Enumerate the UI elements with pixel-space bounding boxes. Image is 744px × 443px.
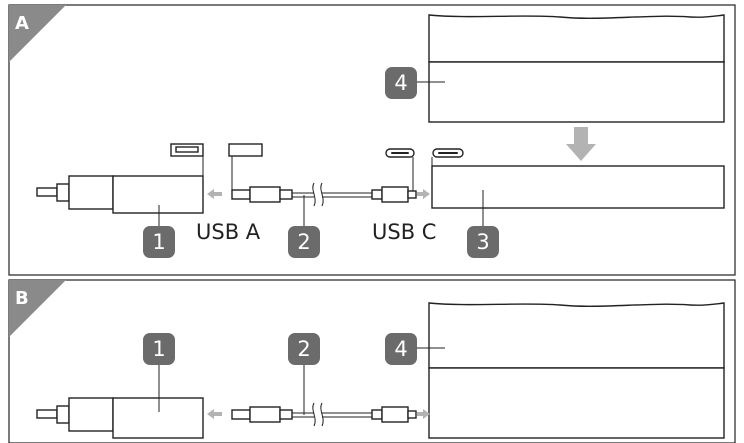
svg-text:2: 2: [297, 230, 310, 254]
charger-1-a: [36, 175, 204, 214]
callout-4-b: 4: [385, 333, 445, 365]
usb-a-plug: [228, 143, 293, 203]
device-4-b: [428, 302, 725, 439]
cable-2-b: [231, 402, 417, 427]
usb-c-port-icon: [431, 148, 464, 166]
left-arrow-icon-b: [207, 409, 222, 419]
right-arrow-icon: [417, 189, 430, 199]
usb-a-label: USB A: [196, 220, 261, 244]
callout-2-a: 2: [288, 195, 320, 258]
usb-c-plug: [371, 148, 417, 203]
device-3: [431, 165, 725, 209]
svg-text:4: 4: [394, 71, 407, 95]
svg-text:1: 1: [152, 230, 165, 254]
callout-3: 3: [467, 190, 499, 258]
left-arrow-icon: [207, 189, 222, 199]
panel-a-tag: [9, 5, 66, 62]
callout-4-a: 4: [385, 67, 445, 99]
panel-b-tag-label: B: [15, 288, 29, 309]
usb-a-port-icon: [170, 143, 204, 176]
svg-text:4: 4: [394, 337, 407, 361]
svg-text:3: 3: [476, 230, 489, 254]
panel-a-tag-label: A: [15, 13, 29, 34]
down-arrow-icon: [566, 127, 596, 161]
panel-b: B 4 1: [8, 279, 736, 443]
callout-2-b: 2: [288, 333, 320, 415]
svg-text:2: 2: [297, 337, 310, 361]
device-4-top: [428, 14, 725, 123]
panel-a-frame: [8, 4, 736, 276]
callout-1-b: 1: [143, 333, 175, 412]
callout-1-a: 1: [143, 205, 175, 258]
svg-text:1: 1: [152, 337, 165, 361]
usb-c-label: USB C: [372, 220, 436, 244]
panel-a: A 4 3: [8, 4, 736, 276]
panel-b-tag: [9, 280, 66, 337]
cable-2-a: [292, 182, 372, 207]
right-arrow-icon-b: [417, 409, 430, 419]
panel-b-frame: [8, 279, 736, 443]
charger-1-b: [36, 397, 204, 439]
